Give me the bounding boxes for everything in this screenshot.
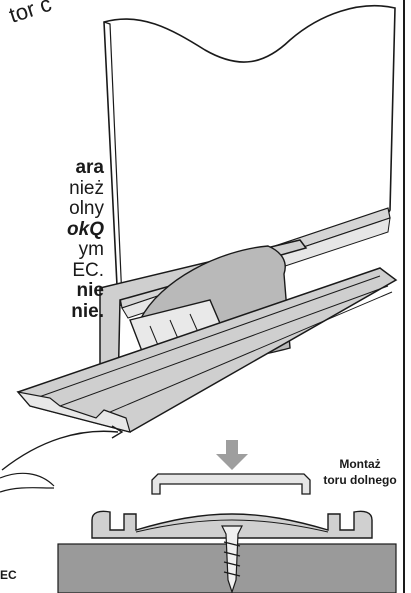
track-groove-2 [59,285,389,407]
cap-profile [151,473,311,495]
track-cross-curve [135,519,329,533]
track-groove-1 [35,275,381,399]
track-groove-3 [95,291,393,419]
screw-thread [223,541,241,577]
label-line-2: toru dolnego [323,473,397,487]
bottom-left-text: EC [0,568,17,582]
text-line-6: EC. [72,259,104,281]
curved-arrow [1,430,119,471]
text-line-5: ym [78,239,104,260]
text-line-1: ara [75,157,104,178]
track-end-cap [16,391,131,433]
text-line-2: nież [69,177,104,199]
label-line-1: Montaż [339,457,381,471]
cropped-text-column: ara nież olny okQ ym EC. nie nie. [0,157,104,322]
panel-edge [103,21,123,301]
text-line-7: nie [76,280,104,301]
curved-arrow-head [111,425,124,439]
down-arrow [216,440,248,470]
text-line-8: nie. [71,300,104,322]
track-cross-section [91,510,373,539]
track-installation-label: Montaż toru dolnego [318,456,402,488]
left-swoosh [0,472,55,493]
text-line-3: olny [69,198,104,219]
text-line-4: okQ [67,218,104,240]
